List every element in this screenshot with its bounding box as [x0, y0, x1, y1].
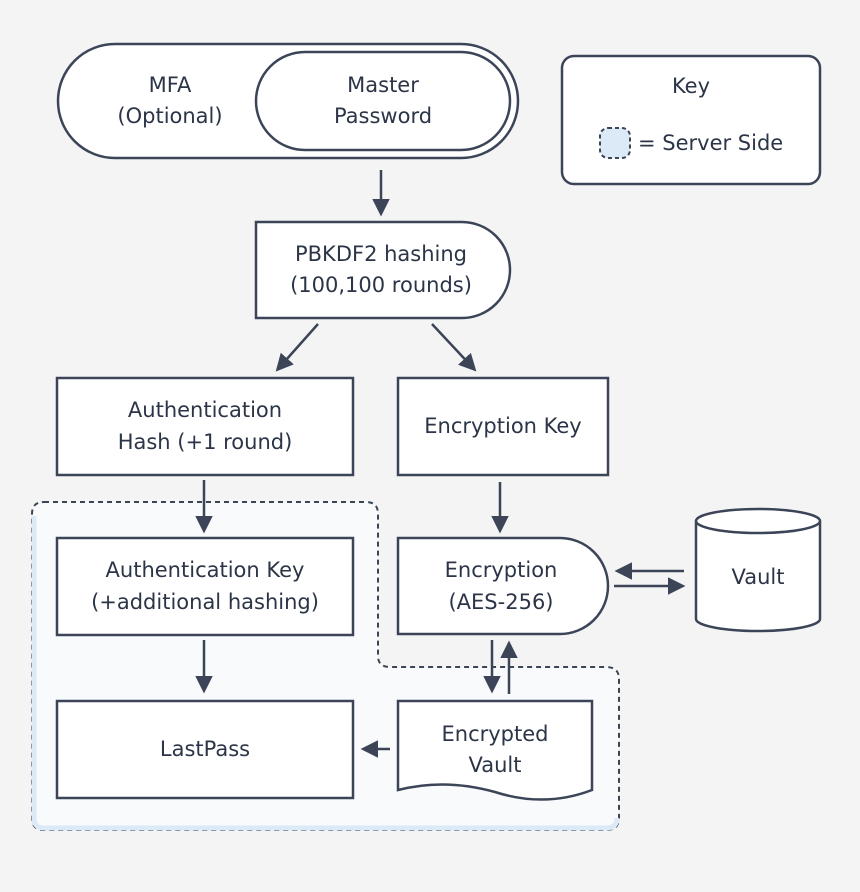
lastpass-node: [55, 699, 355, 800]
server-side-region-shading: [31, 516, 620, 831]
master-password-pill: [254, 50, 512, 152]
vault-cylinder-body: [694, 521, 822, 633]
encryption-node: [396, 536, 610, 636]
arrow-pbkdf2-to-auth-hash: [275, 323, 319, 372]
arrow-pbkdf2-to-encryption-key: [431, 323, 477, 372]
auth-hash-node: [55, 376, 355, 477]
legend-box: [560, 54, 822, 186]
encrypted-vault-node: [396, 699, 594, 801]
server-side-swatch: [599, 127, 631, 159]
encryption-key-node: [396, 376, 610, 477]
pbkdf2-node: [254, 220, 512, 320]
auth-key-node: [55, 536, 355, 637]
vault-cylinder-top: [694, 507, 822, 535]
